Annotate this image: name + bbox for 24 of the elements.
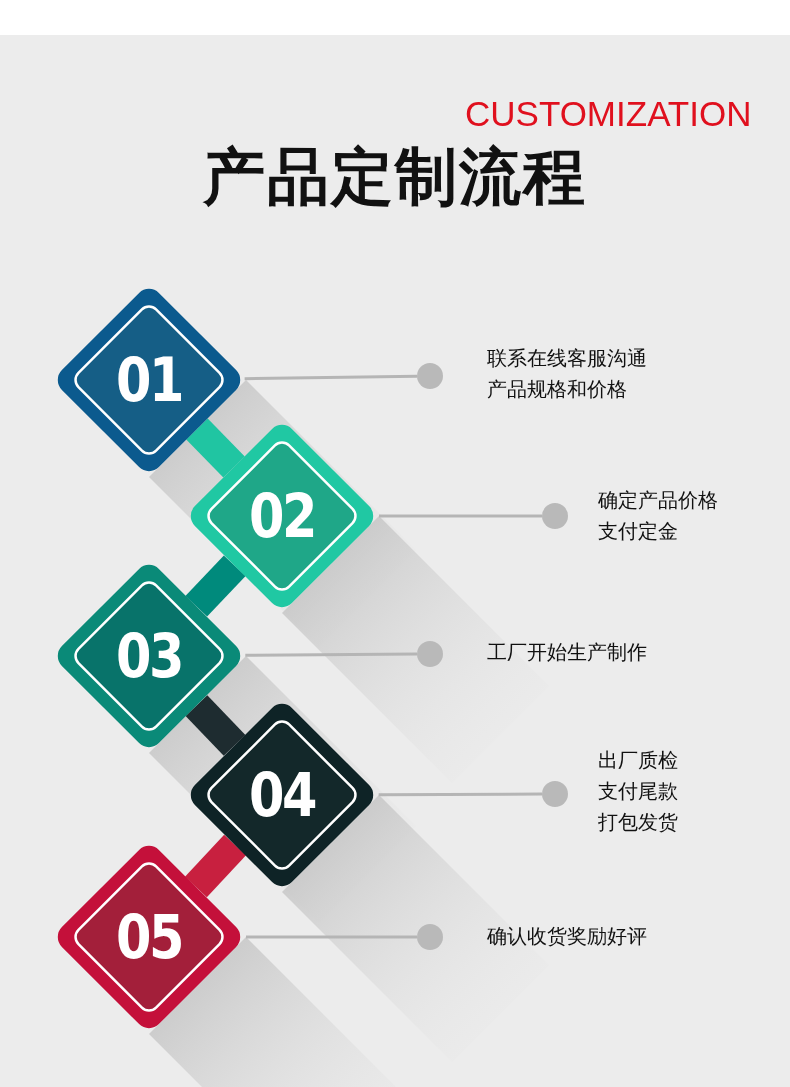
title: 产品定制流程 [202,139,588,215]
connector-bar [186,418,245,478]
connector-line [379,514,542,518]
step-number: 05 [115,901,183,974]
connector-dot [417,363,443,389]
step-number: 03 [115,620,183,693]
connector-line [378,792,542,797]
step-number: 02 [248,480,316,553]
connector-line [246,935,417,939]
step-description: 出厂质检支付尾款打包发货 [598,747,679,836]
connector-bar [184,834,247,898]
step-description: 确认收货奖励好评 [487,923,648,950]
step-number: 01 [115,344,183,417]
step-number: 04 [248,759,316,832]
step-description: 确定产品价格支付定金 [598,487,719,545]
step-description: 工厂开始生产制作 [487,639,648,666]
connector-dot [542,781,568,807]
connector-bar [185,555,246,617]
connector-line [244,374,418,381]
connector-line [245,652,417,657]
step-description: 联系在线客服沟通产品规格和价格 [487,345,648,403]
connector-bar [185,695,246,756]
connector-dot [542,503,568,529]
subtitle: CUSTOMIZATION [465,94,752,134]
